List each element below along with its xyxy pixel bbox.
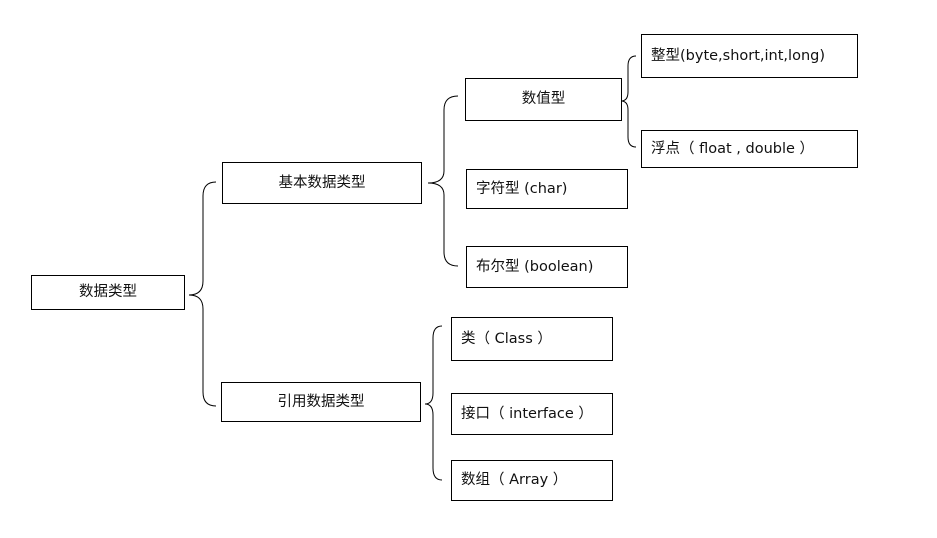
- root-bracket: [188, 181, 217, 407]
- float-node: 浮点（ float , double ）: [641, 130, 858, 168]
- boolean-node-label: 布尔型 (boolean): [476, 258, 594, 275]
- numeric-bracket: [620, 55, 637, 148]
- numeric-node-label: 数值型: [521, 91, 566, 108]
- boolean-node: 布尔型 (boolean): [466, 246, 628, 288]
- primitive-node: 基本数据类型: [222, 162, 422, 204]
- interface-node-label: 接口（ interface ）: [461, 405, 593, 422]
- integer-node-label: 整型(byte,short,int,long): [651, 47, 825, 64]
- integer-node: 整型(byte,short,int,long): [641, 34, 858, 78]
- class-node: 类（ Class ）: [451, 317, 613, 361]
- primitive-bracket: [427, 95, 459, 267]
- reference-node-label: 引用数据类型: [277, 393, 365, 410]
- array-node-label: 数组（ Array ）: [461, 472, 568, 489]
- primitive-node-label: 基本数据类型: [278, 174, 366, 191]
- class-node-label: 类（ Class ）: [461, 330, 552, 347]
- root-node: 数据类型: [31, 275, 185, 310]
- root-node-label: 数据类型: [79, 284, 137, 301]
- char-node: 字符型 (char): [466, 169, 628, 209]
- float-node-label: 浮点（ float , double ）: [651, 140, 815, 157]
- char-node-label: 字符型 (char): [476, 180, 568, 197]
- reference-bracket: [424, 325, 443, 481]
- interface-node: 接口（ interface ）: [451, 393, 613, 435]
- reference-node: 引用数据类型: [221, 382, 421, 422]
- numeric-node: 数值型: [465, 78, 622, 121]
- array-node: 数组（ Array ）: [451, 460, 613, 501]
